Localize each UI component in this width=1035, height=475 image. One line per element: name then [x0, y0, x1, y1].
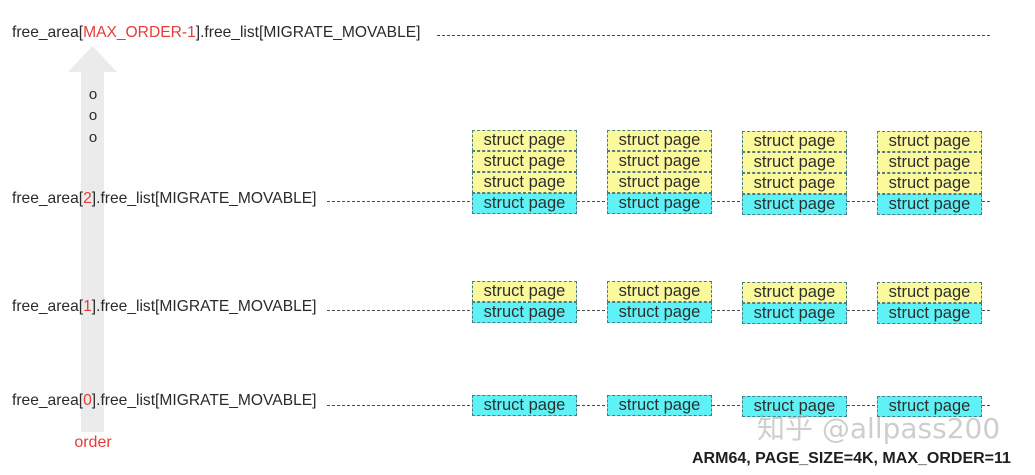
struct-page-box: struct page — [742, 131, 847, 152]
free-list-label-order-1: free_area[1].free_list[MIGRATE_MOVABLE] — [12, 298, 317, 316]
struct-page-box: struct page — [607, 172, 712, 193]
order-index: MAX_ORDER-1 — [83, 24, 196, 41]
struct-page-box: struct page — [472, 151, 577, 172]
struct-page-box: struct page — [877, 173, 982, 194]
struct-page-box: struct page — [877, 282, 982, 303]
free-list-label-order-2: free_area[2].free_list[MIGRATE_MOVABLE] — [12, 190, 317, 208]
struct-page-box: struct page — [877, 396, 982, 417]
struct-page-box: struct page — [607, 395, 712, 416]
struct-page-box: struct page — [607, 302, 712, 323]
struct-page-box: struct page — [472, 281, 577, 302]
struct-page-box: struct page — [742, 303, 847, 324]
label-prefix: free_area[ — [12, 298, 84, 315]
struct-page-box: struct page — [877, 194, 982, 215]
struct-page-box: struct page — [607, 193, 712, 214]
order-arrow-shaft — [81, 71, 104, 432]
struct-page-box: struct page — [472, 395, 577, 416]
label-prefix: free_area[ — [12, 392, 84, 409]
struct-page-box: struct page — [472, 193, 577, 214]
ellipsis-dot: o — [88, 129, 98, 146]
label-suffix: ].free_list[MIGRATE_MOVABLE] — [91, 190, 317, 207]
struct-page-box: struct page — [742, 173, 847, 194]
ellipsis-dot: o — [88, 107, 98, 124]
order-index: 2 — [83, 190, 92, 207]
order-axis-label: order — [74, 434, 112, 451]
label-suffix: ].free_list[MIGRATE_MOVABLE] — [91, 298, 317, 315]
label-prefix: free_area[ — [12, 190, 84, 207]
struct-page-box: struct page — [607, 151, 712, 172]
label-prefix: free_area[ — [12, 24, 84, 41]
label-suffix: ].free_list[MIGRATE_MOVABLE] — [195, 24, 421, 41]
label-suffix: ].free_list[MIGRATE_MOVABLE] — [91, 392, 317, 409]
order-arrow — [68, 46, 117, 432]
struct-page-box: struct page — [742, 282, 847, 303]
order-index: 0 — [83, 392, 92, 409]
struct-page-box: struct page — [742, 194, 847, 215]
struct-page-box: struct page — [607, 281, 712, 302]
config-note: ARM64, PAGE_SIZE=4K, MAX_ORDER=11 — [692, 450, 1011, 467]
struct-page-box: struct page — [877, 303, 982, 324]
free-list-label-order-0: free_area[0].free_list[MIGRATE_MOVABLE] — [12, 392, 317, 410]
struct-page-box: struct page — [472, 172, 577, 193]
struct-page-box: struct page — [877, 152, 982, 173]
struct-page-box: struct page — [742, 396, 847, 417]
watermark: 知乎 @allpass200 — [757, 412, 1001, 445]
struct-page-box: struct page — [472, 302, 577, 323]
order-index: 1 — [83, 298, 92, 315]
struct-page-box: struct page — [877, 131, 982, 152]
struct-page-box: struct page — [607, 130, 712, 151]
free-list-label-max-order: free_area[MAX_ORDER-1].free_list[MIGRATE… — [12, 24, 420, 42]
struct-page-box: struct page — [472, 130, 577, 151]
ellipsis-dot: o — [88, 86, 98, 103]
struct-page-box: struct page — [742, 152, 847, 173]
order-arrow-head — [68, 46, 117, 72]
